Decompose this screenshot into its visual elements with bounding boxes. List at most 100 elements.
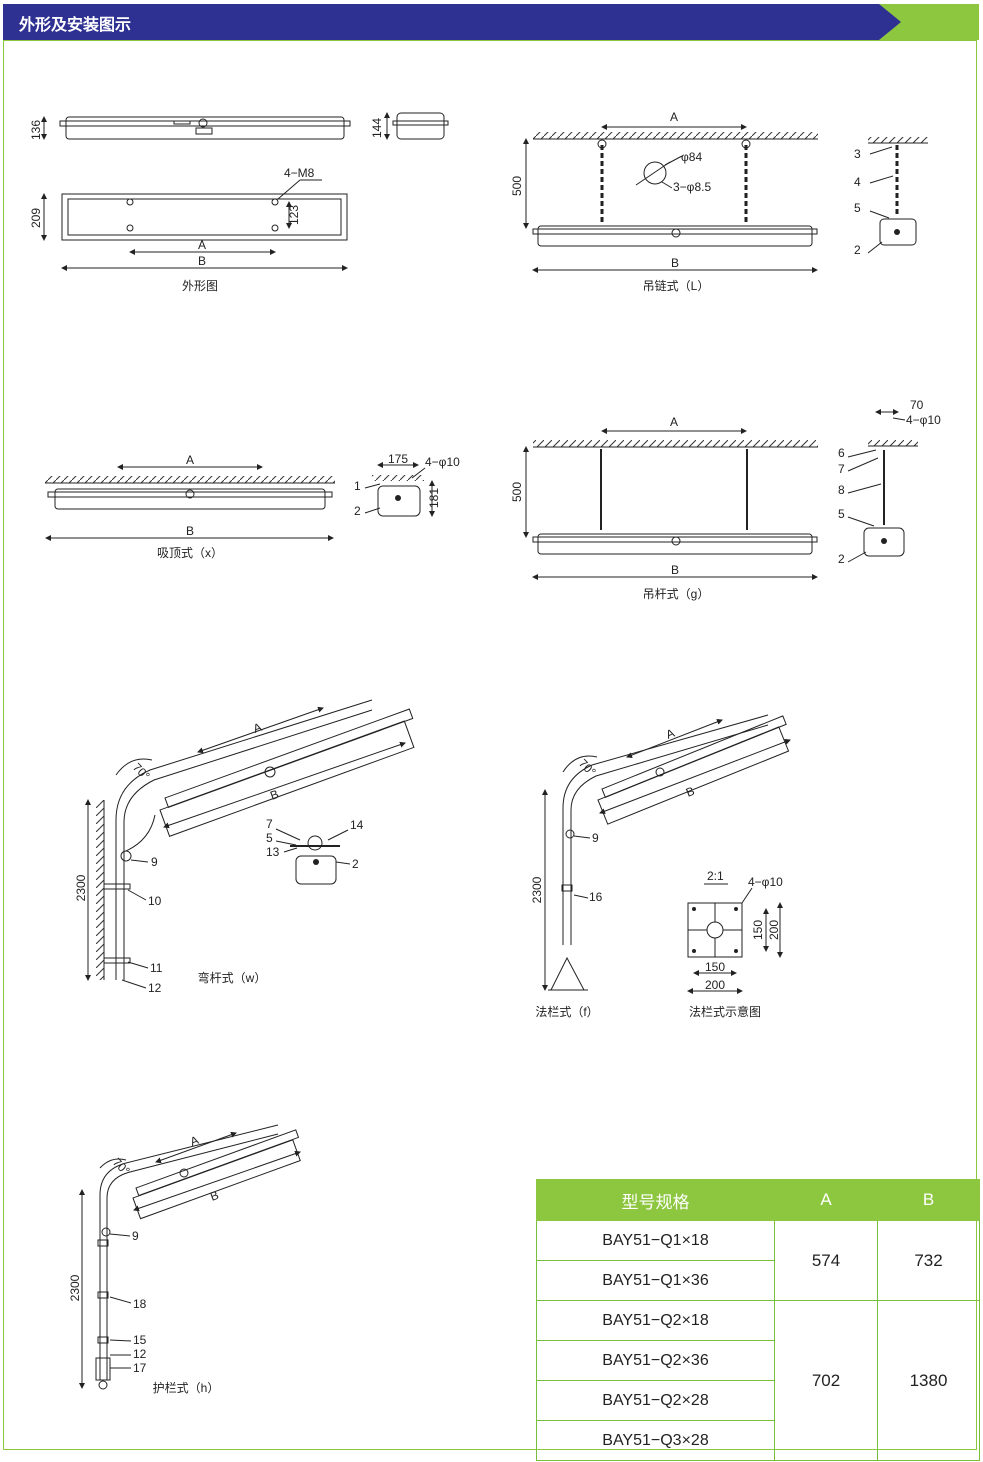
outline-dim-123: 123 (287, 205, 301, 225)
table-row: BAY51−Q3×28 (536, 1420, 980, 1461)
bend-part-10: 10 (148, 894, 162, 908)
guard-part-9: 9 (132, 1229, 139, 1243)
rod-dim-b: B (671, 563, 679, 577)
guard-dim-a: A (188, 1133, 200, 1149)
spec-table: 型号规格 A B BAY51−Q1×18 574 732 BAY51−Q1×36… (536, 1179, 980, 1461)
flange-plate-drawing: 2:1 4−φ10 150 200 150 200 法栏式示意图 (687, 869, 783, 1019)
value-a-cell: 702 (774, 1300, 878, 1461)
ceiling-part-2: 2 (354, 504, 361, 518)
bend-part-2: 2 (352, 857, 359, 871)
bend-dim-b: B (268, 787, 280, 803)
outline-dim-b: B (198, 254, 206, 268)
ceiling-dim-b: B (186, 524, 194, 538)
table-row: BAY51−Q2×36 (536, 1340, 980, 1381)
outline-dim-209: 209 (29, 208, 43, 228)
rod-part-7: 7 (838, 462, 845, 476)
bend-part-7: 7 (266, 817, 273, 831)
chain-part-3: 3 (854, 147, 861, 161)
rod-part-2: 2 (838, 552, 845, 566)
rod-dim-a: A (670, 415, 678, 429)
ceiling-part-1: 1 (354, 479, 361, 493)
bend-drawing: A B 70° 2300 9 10 11 12 弯杆式（w） 7 5 13 14 (74, 699, 415, 995)
flange-dim-a: A (664, 726, 677, 742)
value-b-cell: 732 (877, 1220, 980, 1301)
ceiling-dim-175: 175 (388, 452, 408, 466)
model-cell: BAY51−Q3×28 (536, 1420, 775, 1461)
bend-part-14: 14 (350, 818, 364, 832)
model-cell: BAY51−Q2×18 (536, 1300, 775, 1341)
rod-part-6: 6 (838, 446, 845, 460)
flange-dim-b: B (684, 784, 697, 800)
bend-caption: 弯杆式（w） (198, 970, 267, 985)
chain-drawing: A 500 B φ84 3−φ8.5 吊链式（L） 3 4 5 2 (510, 110, 928, 293)
bend-part-5: 5 (266, 831, 273, 845)
model-cell: BAY51−Q2×36 (536, 1340, 775, 1381)
rod-drawing: A 500 B 吊杆式（g） 70 4−φ10 6 7 8 5 2 (510, 398, 941, 601)
chain-dim-phi84: φ84 (681, 150, 702, 164)
chain-dim-500: 500 (510, 176, 524, 196)
flange-plate-dim-150h: 150 (705, 960, 725, 974)
outline-dim-144: 144 (370, 118, 384, 138)
bend-part-9: 9 (151, 855, 158, 869)
model-cell: BAY51−Q2×28 (536, 1380, 775, 1421)
ceiling-dim-a: A (186, 453, 194, 467)
table-row: BAY51−Q1×36 (536, 1260, 980, 1301)
chain-caption: 吊链式（L） (643, 278, 710, 293)
ceiling-dim-4phi10: 4−φ10 (425, 455, 460, 469)
spec-table-header: 型号规格 A B (536, 1179, 980, 1221)
rod-dim-500: 500 (510, 482, 524, 502)
flange-part-16: 16 (589, 890, 603, 904)
outline-dim-a: A (198, 238, 206, 252)
col-header-model: 型号规格 (536, 1179, 775, 1221)
chain-dim-3phi85: 3−φ8.5 (673, 180, 711, 194)
outline-drawing: 136 144 209 4−M8 123 A B 外形图 (29, 112, 449, 293)
ceiling-drawing: A B 吸顶式（x） 175 4−φ10 181 1 2 (45, 452, 460, 560)
model-cell: BAY51−Q1×36 (536, 1260, 775, 1301)
chain-part-2: 2 (854, 243, 861, 257)
guard-part-15: 15 (133, 1333, 147, 1347)
flange-plate-dim-200h: 200 (705, 978, 725, 992)
section-title: 外形及安装图示 (19, 15, 132, 34)
guard-part-17: 17 (133, 1361, 147, 1375)
value-a-cell: 574 (774, 1220, 878, 1301)
bend-part-13: 13 (266, 845, 280, 859)
guard-part-18: 18 (133, 1297, 147, 1311)
chain-part-4: 4 (854, 175, 861, 189)
flange-plate-scale: 2:1 (707, 869, 724, 883)
table-row: BAY51−Q1×18 574 732 (536, 1220, 980, 1301)
content-frame (3, 40, 977, 1450)
section-header: 外形及安装图示 (3, 4, 979, 40)
guard-dim-70: 70° (110, 1155, 133, 1178)
flange-dim-2300: 2300 (530, 876, 544, 903)
outline-dim-136: 136 (29, 120, 43, 140)
ceiling-dim-181: 181 (427, 488, 441, 508)
flange-plate-dim-150v: 150 (751, 920, 765, 940)
guard-drawing: A B 70° 2300 9 18 15 12 17 护栏式（h） (68, 1124, 301, 1395)
bend-dim-a: A (251, 720, 263, 736)
flange-plate-caption: 法栏式示意图 (689, 1004, 761, 1019)
rod-dim-70: 70 (910, 398, 924, 412)
bend-part-11: 11 (150, 961, 163, 975)
outline-dim-4m8: 4−M8 (284, 166, 315, 180)
rod-caption: 吊杆式（g） (643, 587, 710, 601)
chain-dim-a: A (670, 110, 678, 124)
value-b-cell: 1380 (877, 1300, 980, 1461)
outline-caption: 外形图 (182, 279, 218, 293)
chain-part-5: 5 (854, 201, 861, 215)
header-banner (3, 4, 979, 40)
guard-caption: 护栏式（h） (153, 1380, 220, 1395)
rod-dim-4phi10: 4−φ10 (906, 413, 941, 427)
table-row: BAY51−Q2×28 (536, 1380, 980, 1421)
flange-part-9: 9 (592, 831, 599, 845)
flange-plate-dim-200v: 200 (767, 920, 781, 940)
table-row: BAY51−Q2×18 702 1380 (536, 1300, 980, 1461)
guard-dim-2300: 2300 (68, 1274, 82, 1301)
guard-part-12: 12 (133, 1347, 147, 1361)
model-cell: BAY51−Q1×18 (536, 1220, 775, 1261)
rod-part-5: 5 (838, 507, 845, 521)
bend-part-12: 12 (148, 981, 162, 995)
flange-plate-dim-4phi10: 4−φ10 (748, 875, 783, 889)
col-header-a: A (774, 1179, 878, 1221)
col-header-b: B (877, 1179, 980, 1221)
